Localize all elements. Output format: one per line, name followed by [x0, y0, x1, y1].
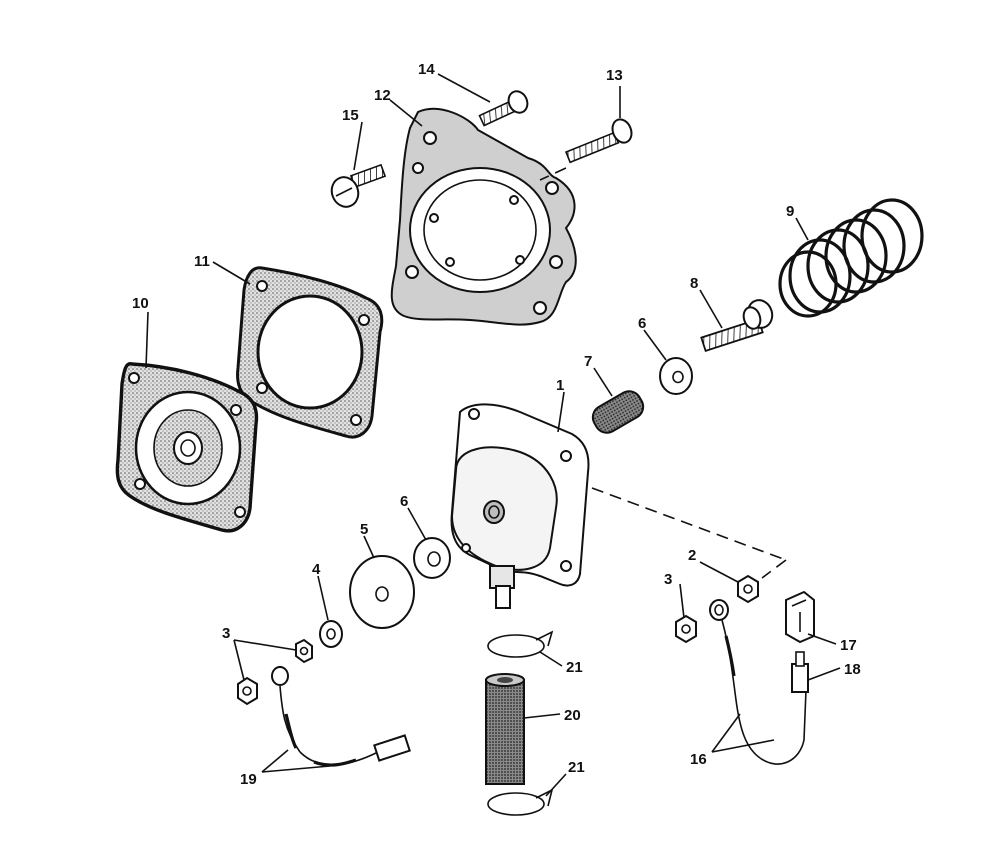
part-15-screw [330, 163, 387, 208]
callout-3-right: 3 [664, 571, 672, 588]
callout-2: 2 [688, 547, 696, 564]
part-21-clamp-lower [487, 788, 554, 816]
part-20-hose [485, 673, 525, 785]
callout-labels: 1 2 3 3 4 5 6 6 7 8 9 10 11 12 13 14 15 … [132, 61, 861, 788]
callout-8: 8 [690, 275, 698, 292]
part-7-insert [591, 390, 645, 434]
part-10-diaphragm [115, 362, 259, 533]
callout-16: 16 [690, 751, 707, 768]
part-6-washer-lower [413, 537, 451, 579]
part-18-terminal [791, 651, 809, 693]
part-19-ground-wire [271, 666, 411, 767]
part-9-spring [778, 198, 924, 318]
callout-9: 9 [786, 203, 794, 220]
part-14-screw [478, 90, 529, 127]
callout-20: 20 [564, 707, 581, 724]
callout-1: 1 [556, 377, 564, 394]
part-16-ground-wire [709, 599, 807, 765]
callout-5: 5 [360, 521, 368, 538]
part-4-small-washer [319, 620, 343, 648]
part-5-large-washer [349, 555, 415, 629]
part-13-screw [539, 118, 633, 181]
callout-6-lower: 6 [400, 493, 408, 510]
part-2-nut [737, 574, 759, 604]
part-11-gasket [236, 266, 384, 439]
callout-10: 10 [132, 295, 149, 312]
callout-15: 15 [342, 107, 359, 124]
callout-3-left: 3 [222, 625, 230, 642]
callout-13: 13 [606, 67, 623, 84]
callout-4: 4 [312, 561, 321, 578]
callout-18: 18 [844, 661, 861, 678]
callout-7: 7 [584, 353, 592, 370]
part-3-nuts-left [237, 638, 313, 706]
part-21-clamp-upper [487, 630, 554, 658]
callout-19: 19 [240, 771, 257, 788]
callout-11: 11 [194, 253, 210, 270]
leader-lines [145, 73, 841, 797]
part-6-washer-upper [659, 357, 693, 395]
part-12-cover-plate [390, 107, 577, 326]
part-8-bolt [700, 299, 774, 353]
callout-21-upper: 21 [566, 659, 583, 676]
callout-17: 17 [840, 637, 857, 654]
callout-6-upper: 6 [638, 315, 646, 332]
callout-14: 14 [418, 61, 435, 78]
callout-21-lower: 21 [568, 759, 585, 776]
part-3-nut-right [675, 614, 697, 644]
callout-12: 12 [374, 87, 391, 104]
part-1-pump-body [450, 403, 787, 609]
